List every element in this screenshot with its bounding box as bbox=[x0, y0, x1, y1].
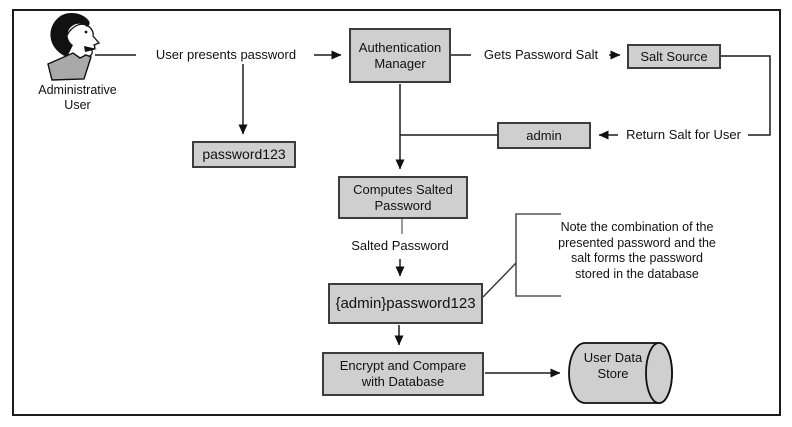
data-store-cylinder bbox=[568, 342, 673, 404]
node-computes-salted-password: Computes Salted Password bbox=[338, 176, 468, 219]
collar bbox=[47, 52, 92, 81]
note-line: presented password and the bbox=[558, 235, 716, 250]
label-return-salt-for-user: Return Salt for User bbox=[626, 127, 741, 142]
node-salt-source: Salt Source bbox=[627, 44, 721, 69]
note-line: stored in the database bbox=[575, 266, 699, 281]
label-gets-password-salt: Gets Password Salt bbox=[483, 47, 599, 62]
eye bbox=[84, 30, 88, 34]
node-encrypt-and-compare: Encrypt and Compare with Database bbox=[322, 352, 484, 396]
label-salted-password: Salted Password bbox=[351, 238, 449, 253]
label-administrative-user: Administrative User bbox=[38, 83, 117, 113]
label-user-presents-password: User presents password bbox=[155, 47, 297, 62]
node-authentication-manager: Authentication Manager bbox=[349, 28, 451, 83]
note-line: salt forms the password bbox=[571, 251, 703, 265]
node-user-data-store-label: User Data Store bbox=[583, 350, 643, 381]
node-salted-combination: {admin}password123 bbox=[328, 283, 483, 324]
note-bracket bbox=[515, 213, 561, 297]
administrative-user-icon bbox=[47, 12, 101, 81]
hair bbox=[50, 12, 90, 57]
node-admin: admin bbox=[497, 122, 591, 149]
note-pointer-line bbox=[482, 262, 517, 298]
node-password123: password123 bbox=[192, 141, 296, 168]
mouth bbox=[84, 46, 97, 52]
note-line: Note the combination of the bbox=[560, 220, 714, 234]
note-callout: Note the combination of the presented pa… bbox=[537, 220, 737, 282]
line-salt-return-elbow bbox=[720, 55, 771, 136]
